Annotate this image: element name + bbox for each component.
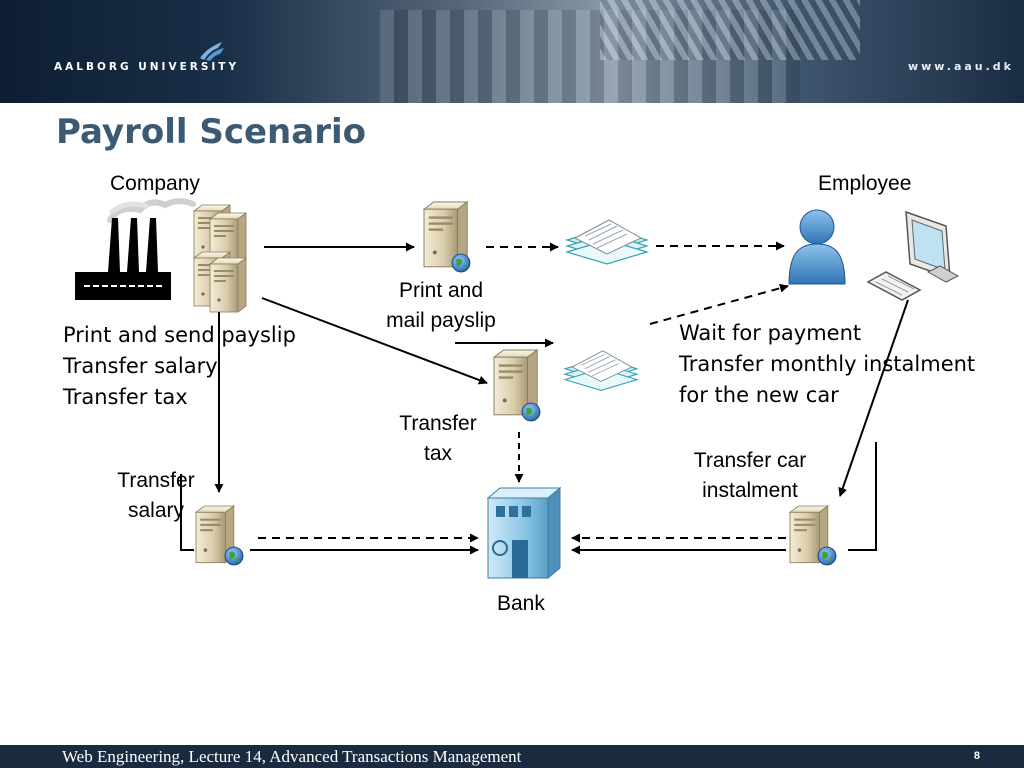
slide-title: Payroll Scenario: [56, 112, 366, 152]
arrow-bank-notify-employee: [649, 283, 789, 325]
employee-task-list: Wait for payment Transfer monthly instal…: [679, 318, 975, 411]
company-server-cluster-icon: [193, 204, 247, 313]
company-label: Company: [110, 172, 200, 195]
factory-icon: [75, 198, 196, 300]
employee-person-icon: [788, 209, 846, 285]
company-task-item: Print and send payslip: [63, 323, 296, 347]
employee-task-item: Wait for payment: [679, 321, 862, 345]
campus-roof: [600, 0, 860, 60]
transfer-car-instalment-label: Transfer car instalment: [672, 446, 828, 506]
transfer-car-instalment-line-1: Transfer car: [693, 449, 807, 472]
transfer-salary-line-2: salary: [127, 499, 185, 522]
transfer-salary-line-1: Transfer: [117, 469, 195, 492]
tax-server-icon: [493, 349, 541, 422]
company-task-item: Transfer tax: [63, 385, 188, 409]
print-mail-payslip-line-2: mail payslip: [386, 309, 496, 332]
transfer-tax-label: Transfer tax: [388, 409, 488, 469]
footer-lecture-text: Web Engineering, Lecture 14, Advanced Tr…: [62, 747, 522, 766]
page-number: 8: [973, 750, 980, 762]
transfer-tax-line-1: Transfer: [399, 412, 477, 435]
tax-documents-icon: [564, 350, 638, 391]
employee-task-item: Transfer monthly instalment: [679, 352, 976, 376]
print-mail-payslip-label: Print and mail payslip: [370, 276, 512, 336]
print-server-icon: [423, 201, 471, 273]
employee-label: Employee: [818, 172, 912, 195]
arrow-employee-to-server: [838, 299, 909, 497]
footer-bar: Web Engineering, Lecture 14, Advanced Tr…: [0, 745, 1024, 768]
transfer-tax-line-2: tax: [423, 442, 452, 465]
transfer-car-instalment-line-2: instalment: [702, 479, 798, 502]
company-task-list: Print and send payslip Transfer salary T…: [63, 320, 296, 413]
payslip-documents-icon: [566, 219, 648, 265]
campus-photo: [380, 10, 800, 103]
transfer-salary-label: Transfer salary: [104, 466, 208, 526]
university-logo-text: AALBORG UNIVERSITY: [54, 61, 240, 73]
bracket-salary-server: [180, 474, 194, 551]
connector-lines: [180, 241, 909, 555]
employee-task-item: for the new car: [679, 383, 839, 407]
website-url[interactable]: www.aau.dk: [907, 60, 1014, 73]
arrow-company-to-tax-server: [261, 297, 488, 385]
header-banner: AALBORG UNIVERSITY www.aau.dk: [0, 0, 1024, 103]
payroll-diagram: [75, 198, 960, 580]
print-mail-payslip-line-1: Print and: [398, 279, 484, 302]
bank-label: Bank: [497, 592, 545, 615]
aau-logo-icon: [200, 42, 224, 61]
employee-server-icon: [789, 505, 837, 566]
bank-building-icon: [486, 486, 562, 580]
company-task-item: Transfer salary: [63, 354, 218, 378]
employee-computer-icon: [866, 210, 960, 301]
bracket-employee-server: [848, 442, 877, 551]
